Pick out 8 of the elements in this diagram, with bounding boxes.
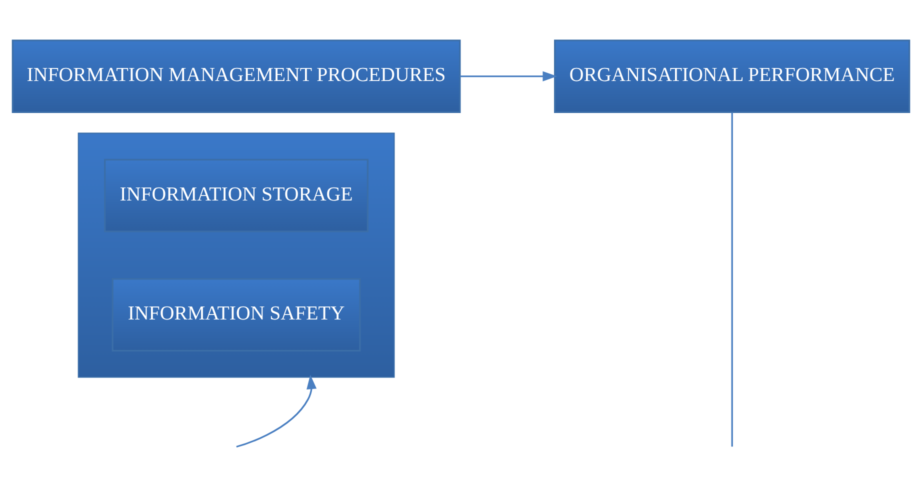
cluster: [78, 132, 395, 378]
arrow: [460, 71, 558, 82]
node-box: INFORMATION MANAGEMENT PROCEDURES: [12, 40, 461, 114]
arrow: [236, 374, 317, 448]
node-box: INFORMATION SAFETY: [112, 278, 361, 352]
node-box: INFORMATION STORAGE: [104, 158, 369, 232]
node-box: ORGANISATIONAL PERFORMANCE: [554, 40, 910, 114]
connector: [731, 112, 733, 447]
